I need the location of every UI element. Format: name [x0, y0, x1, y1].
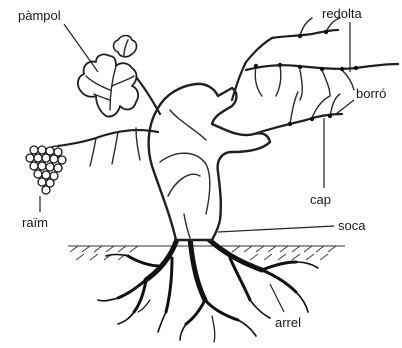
bud-markers: [254, 30, 358, 126]
label-raim: raïm: [22, 215, 48, 230]
grape-cluster: [26, 146, 66, 194]
leaf: [78, 36, 138, 117]
leader-arrel: [270, 284, 284, 312]
label-borro: borró: [356, 86, 386, 101]
label-arrel: arrel: [275, 315, 301, 330]
trunk: [149, 84, 270, 240]
label-soca: soca: [338, 218, 366, 233]
label-redolta: redolta: [322, 6, 363, 21]
leader-pampol: [64, 24, 98, 72]
label-pampol: pàmpol: [18, 8, 61, 23]
leader-borro: [336, 100, 354, 114]
label-cap: cap: [310, 192, 331, 207]
leader-soca: [218, 226, 334, 232]
ground: [68, 246, 345, 260]
